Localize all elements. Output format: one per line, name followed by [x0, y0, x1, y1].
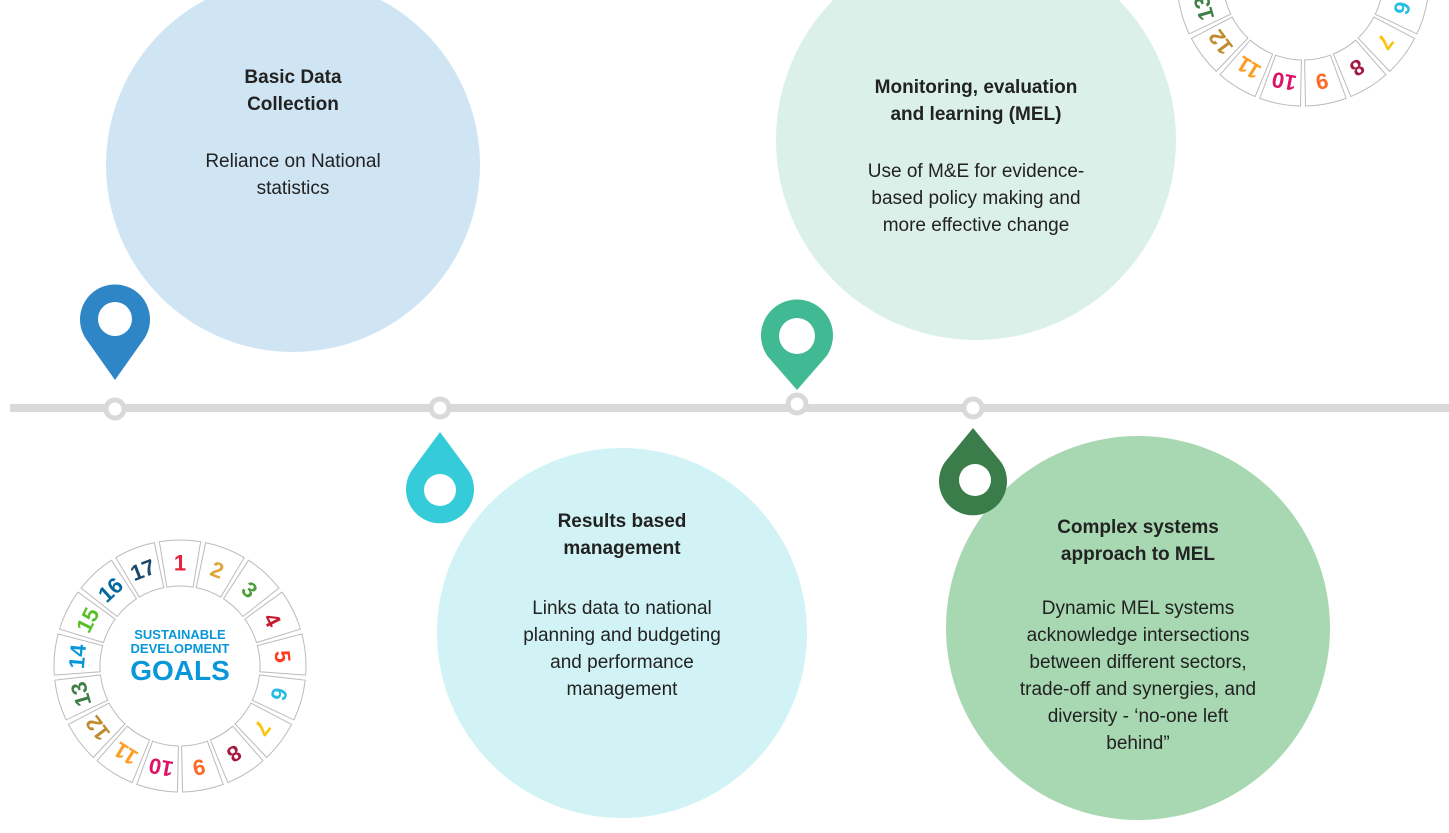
- timeline-node: [785, 392, 809, 416]
- sdg-goal-number: 13: [1189, 0, 1220, 23]
- sdg-segment: [96, 725, 151, 784]
- milestone-complex-systems: Complex systems approach to MEL Dynamic …: [946, 436, 1330, 820]
- sdg-goal-number: 14: [64, 642, 91, 669]
- sdg-goal-number: 5: [270, 649, 296, 664]
- sdg-segment: [256, 633, 307, 676]
- sdg-segment: [1190, 16, 1249, 73]
- sdg-logo-line3: GOALS: [130, 655, 230, 686]
- sdg-segment: [222, 559, 280, 618]
- milestone-title: Basic Data Collection: [244, 67, 342, 115]
- map-pin-icon: [80, 284, 150, 380]
- sdg-segment: [251, 674, 306, 721]
- sdg-segment: [209, 725, 264, 784]
- milestone-title: Complex systems approach to MEL: [1057, 517, 1219, 565]
- sdg-segment: [1374, 0, 1428, 35]
- milestone-description: Reliance on National statistics: [205, 151, 381, 199]
- sdg-segment: [244, 591, 302, 644]
- sdg-segment: [1178, 0, 1232, 35]
- sdg-logo-line2: DEVELOPMENT: [131, 641, 230, 656]
- sdg-goal-number: 9: [191, 754, 208, 781]
- sdg-segment: [1259, 54, 1302, 107]
- sdg-goal-number: 10: [147, 753, 176, 782]
- sdg-logo-line1: SUSTAINABLE: [134, 627, 226, 642]
- milestone-results-based-management: Results based management Links data to n…: [437, 448, 807, 818]
- milestone-mel: Monitoring, evaluation and learning (MEL…: [776, 0, 1176, 340]
- sdg-segment: [158, 539, 202, 588]
- sdg-segment: [136, 740, 179, 793]
- timeline-node: [961, 396, 985, 420]
- milestone-title: Results based management: [557, 511, 687, 559]
- sdg-segment: [53, 633, 104, 676]
- sdg-goal-number: 1: [174, 551, 186, 576]
- sdg-segment: [1219, 39, 1274, 98]
- sdg-segment: [1304, 54, 1347, 107]
- sdg-segment: [181, 740, 224, 793]
- map-pin-icon: [406, 432, 474, 524]
- timeline-node: [103, 397, 127, 421]
- sdg-segment: [58, 591, 116, 644]
- timeline-line: [10, 404, 1449, 412]
- milestone-basic-data-collection: Basic Data Collection Reliance on Nation…: [106, 0, 480, 352]
- sdg-segment: [195, 542, 245, 598]
- map-pin-icon: [761, 299, 834, 390]
- milestone-description: Use of M&E for evidence- based policy ma…: [867, 161, 1085, 236]
- sdg-goal-number: 10: [1270, 67, 1299, 96]
- timeline-node: [428, 396, 452, 420]
- map-pin-icon: [939, 428, 1007, 516]
- sdg-segment: [54, 674, 109, 721]
- sdg-segment: [1332, 39, 1387, 98]
- milestone-title: Monitoring, evaluation and learning (MEL…: [874, 77, 1078, 125]
- sdg-segment: [115, 542, 165, 598]
- milestone-description: Links data to national planning and budg…: [523, 598, 721, 700]
- sdg-segment: [1357, 16, 1416, 73]
- sdg-goal-number: 9: [1314, 68, 1331, 95]
- sdg-segment: [67, 702, 126, 759]
- sdg-segment: [234, 702, 293, 759]
- sdg-segment: [80, 559, 138, 618]
- milestone-description: Dynamic MEL systems acknowledge intersec…: [1019, 598, 1257, 754]
